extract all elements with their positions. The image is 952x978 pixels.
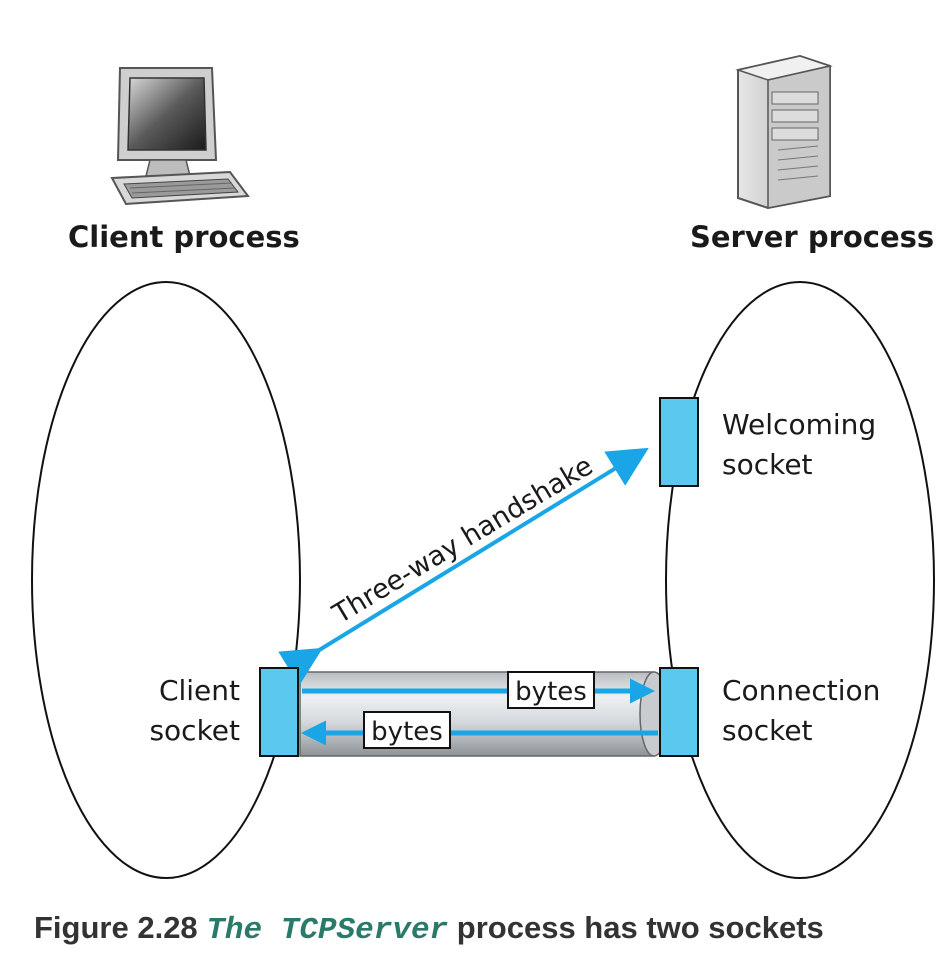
client-process-boundary [31, 281, 301, 879]
desktop-computer-icon [110, 67, 250, 206]
caption-code: The TCPServer [206, 913, 449, 948]
server-process-title: Server process [690, 220, 934, 254]
handshake-arrow [278, 447, 649, 686]
client-socket-label-line2: socket [149, 714, 240, 747]
connection-socket [659, 667, 699, 757]
client-socket [259, 667, 299, 757]
caption-prefix: Figure 2.28 [34, 910, 198, 945]
connection-socket-label-line2: socket [722, 714, 813, 747]
welcoming-socket-label-line2: socket [722, 448, 813, 481]
welcoming-socket-label-line1: Welcoming [722, 408, 876, 441]
handshake-label: Three-way handshake [327, 450, 599, 630]
tcp-connection-pipe [299, 671, 669, 757]
welcoming-socket [659, 397, 699, 487]
client-process-title: Client process [68, 220, 300, 254]
figure-caption: Figure 2.28 The TCPServer process has tw… [34, 910, 934, 948]
caption-suffix: process has two sockets [456, 910, 824, 945]
bytes-label-bottom-box [363, 711, 451, 749]
connection-socket-label-line1: Connection [722, 674, 880, 707]
server-tower-icon [735, 54, 833, 210]
diagram-canvas: Client process Server process bytes byte… [31, 54, 935, 879]
client-socket-label-line1: Client [159, 674, 240, 707]
bytes-label-top: bytes [515, 677, 587, 707]
server-process-boundary [665, 281, 935, 879]
bytes-label-bottom: bytes [371, 717, 443, 747]
